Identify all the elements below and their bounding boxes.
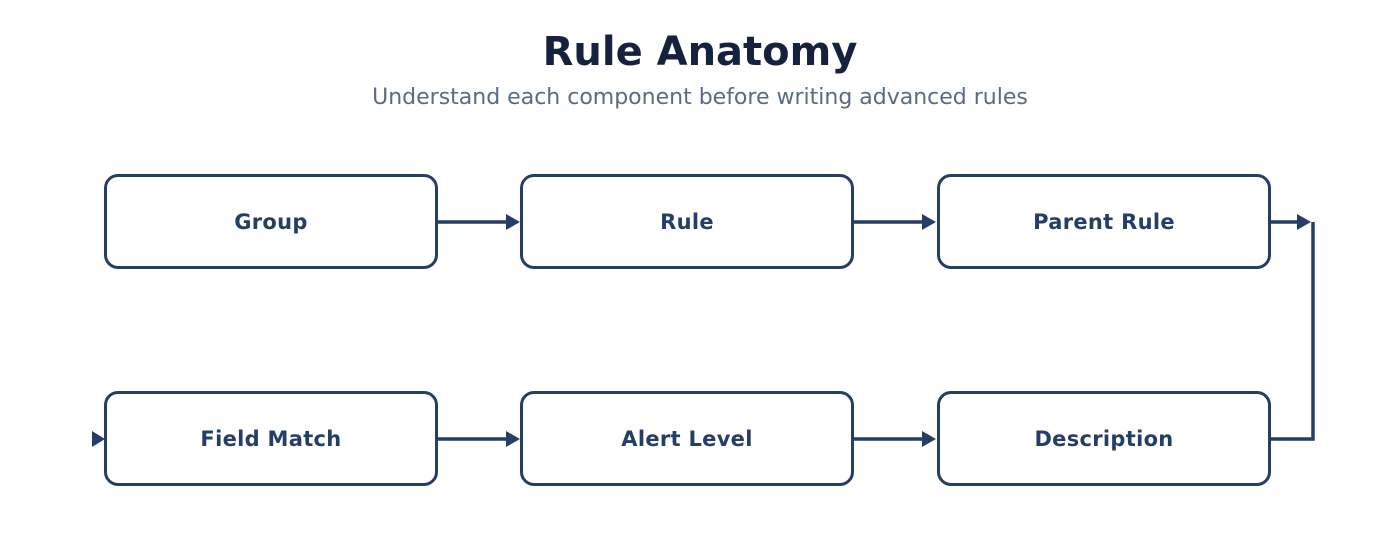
node-rule: Rule (520, 174, 854, 269)
arrowhead-into-field-match (92, 431, 105, 447)
node-parent-rule: Parent Rule (937, 174, 1271, 269)
node-label-parent-rule: Parent Rule (1033, 209, 1175, 234)
node-label-alert-level: Alert Level (621, 426, 753, 451)
arrowhead-alert-level-to-description (922, 431, 936, 447)
diagram-subtitle: Understand each component before writing… (372, 85, 1028, 110)
node-label-rule: Rule (660, 209, 714, 234)
arrowhead-field-match-to-alert-level (506, 431, 520, 447)
arrowhead-rule-to-parent-rule (922, 214, 936, 230)
diagram-title: Rule Anatomy (542, 29, 858, 75)
node-group: Group (104, 174, 438, 269)
node-label-group: Group (234, 209, 308, 234)
node-label-description: Description (1034, 426, 1174, 451)
node-label-field-match: Field Match (200, 426, 342, 451)
node-alert-level: Alert Level (520, 391, 854, 486)
arrowhead-group-to-rule (506, 214, 520, 230)
node-field-match: Field Match (104, 391, 438, 486)
edge-wrap-to-description (1270, 222, 1315, 441)
node-description: Description (937, 391, 1271, 486)
arrowhead-parent-rule-out (1297, 214, 1311, 230)
